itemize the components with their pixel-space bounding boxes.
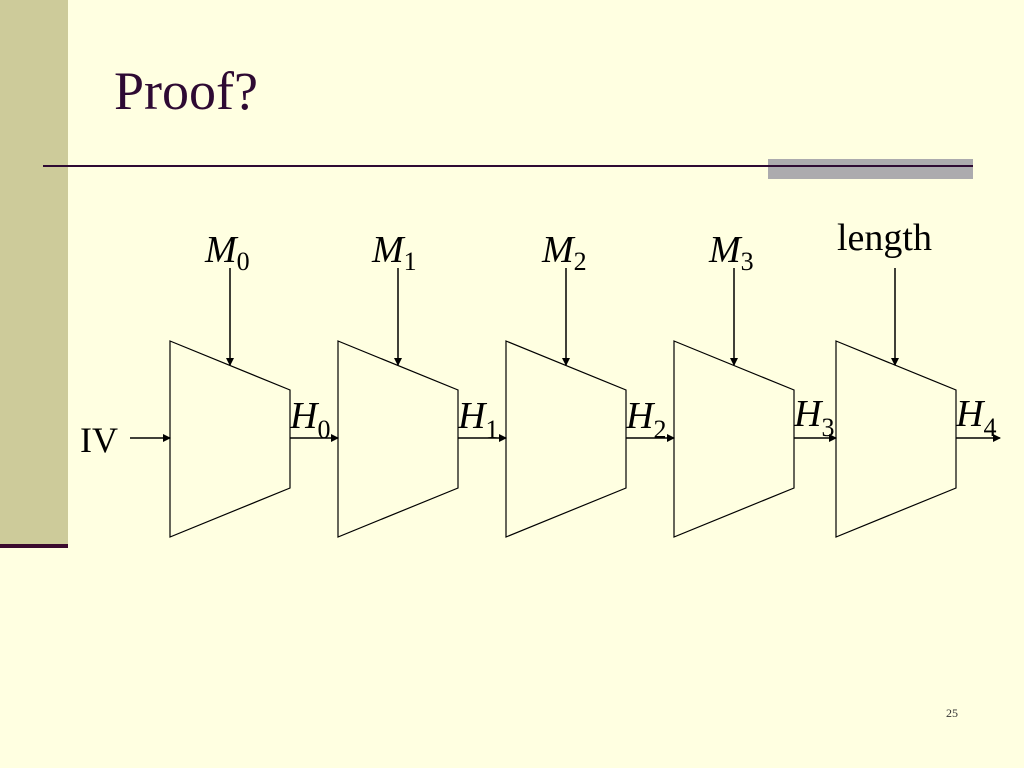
chaining-value-label: H2 xyxy=(625,395,666,444)
compression-block xyxy=(835,340,957,538)
compression-block xyxy=(673,340,795,538)
chaining-value-label: H0 xyxy=(289,395,330,444)
sidebar-strip xyxy=(0,0,68,546)
message-block-label: M2 xyxy=(541,229,587,276)
compression-block xyxy=(337,340,459,538)
iv-label: IV xyxy=(80,420,118,460)
chaining-value-label: H4 xyxy=(955,393,996,442)
chaining-value-label: H1 xyxy=(457,395,498,444)
title-accent-bar xyxy=(768,159,973,179)
compression-block xyxy=(169,340,291,538)
chaining-value-label: H3 xyxy=(793,393,834,442)
slide-title: Proof? xyxy=(114,61,258,121)
length-label: length xyxy=(837,217,932,259)
message-block-label: M1 xyxy=(371,229,417,276)
title-rule xyxy=(43,165,973,167)
slide-number: 25 xyxy=(946,706,958,720)
sidebar-bottom-rule xyxy=(0,544,68,548)
compression-block xyxy=(505,340,627,538)
message-block-label: M0 xyxy=(204,229,250,276)
message-block-label: M3 xyxy=(708,229,754,276)
